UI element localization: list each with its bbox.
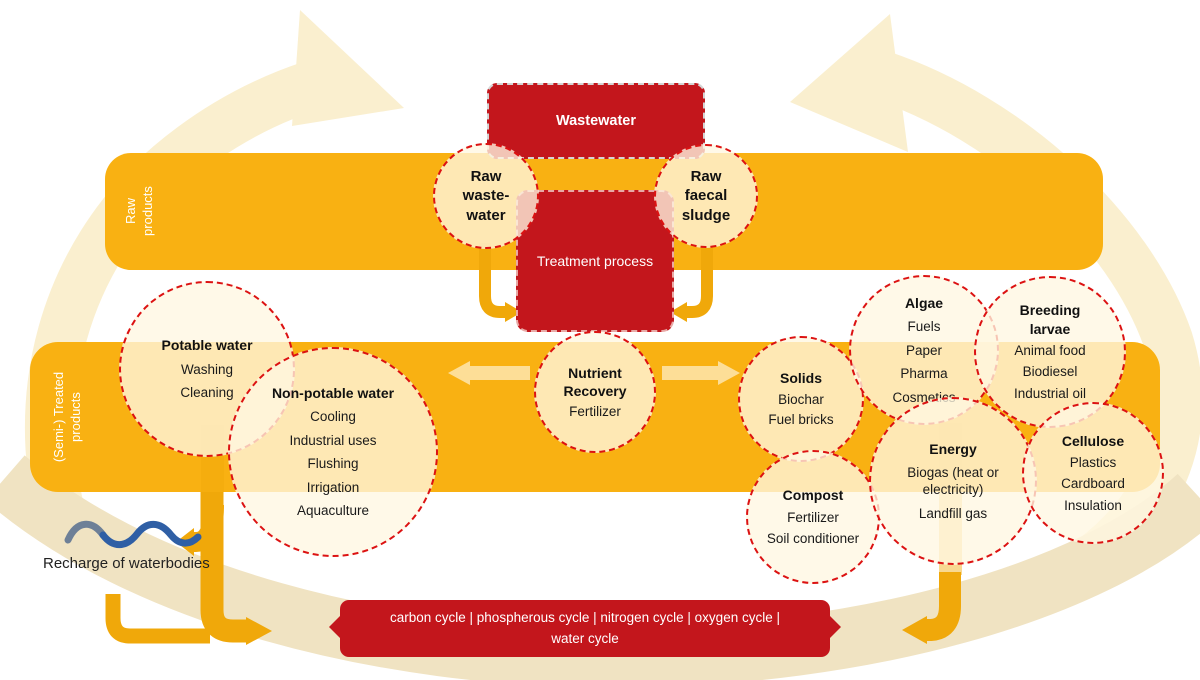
circle-title: Non-potable water	[271, 385, 395, 402]
circle-item: Irrigation	[306, 479, 360, 495]
wastewater-box: Wastewater	[487, 83, 705, 159]
cycle-arrowhead-left-icon	[292, 10, 404, 126]
natural-cycles-box: carbon cycle | phospherous cycle | nitro…	[340, 600, 830, 657]
arrowhead-left-icon	[902, 616, 927, 644]
circle-item: Fuels	[907, 319, 941, 334]
circle-item: Flushing	[307, 456, 359, 472]
circle-item: Plastics	[1069, 454, 1117, 470]
water-waves-icon	[62, 508, 202, 559]
circle-title: Raw faecal sludge	[681, 167, 731, 224]
circle-item: Landfill gas	[918, 505, 988, 521]
circle-title: Algae	[904, 294, 944, 311]
circle-item: Soil conditioner	[766, 531, 860, 547]
cycles-line2: water cycle	[551, 630, 619, 646]
arrow-left-joining	[105, 594, 210, 644]
circle-item: Paper	[905, 342, 943, 358]
circle-title: Solids	[779, 370, 822, 387]
circle-title: Raw waste- water	[462, 167, 510, 224]
treated-products-band-label: (Semi-) Treated products	[51, 371, 83, 463]
circle-raw-wastewater: Raw waste- water	[433, 143, 539, 249]
circle-title: Nutrient Recovery	[563, 364, 627, 399]
wastewater-label: Wastewater	[555, 113, 637, 129]
circle-item: Biogas (heat or electricity)	[907, 464, 999, 498]
circle-item: Industrial uses	[289, 432, 377, 448]
circle-title: Cellulose	[1061, 432, 1125, 449]
circle-item: Cleaning	[180, 385, 234, 401]
circle-item: Animal food	[1014, 342, 1086, 358]
circle-raw-faecal-sludge: Raw faecal sludge	[654, 144, 758, 248]
circle-item: Fertilizer	[569, 403, 621, 419]
circle-item: Pharma	[900, 366, 948, 382]
recharge-of-waterbodies-label: Recharge of waterbodies	[43, 555, 210, 572]
circle-title: Compost	[782, 487, 844, 504]
circle-item: Cardboard	[1061, 476, 1125, 492]
circle-item: Insulation	[1064, 497, 1122, 513]
circle-item: Biodiesel	[1022, 364, 1078, 380]
circle-item: Aquaculture	[296, 503, 370, 519]
circle-solids: Solids Biochar Fuel bricks	[738, 336, 864, 462]
circle-nutrient-recovery: Nutrient Recovery Fertilizer	[534, 331, 656, 453]
circle-item: Cooling	[310, 409, 356, 425]
raw-products-band-label: Raw products	[123, 186, 155, 236]
cycles-line1: carbon cycle | phospherous cycle | nitro…	[390, 609, 780, 625]
circle-item: Fuel bricks	[768, 412, 834, 428]
arrowhead-right-icon	[246, 617, 272, 645]
circle-non-potable-water: Non-potable water Cooling Industrial use…	[228, 347, 438, 557]
treatment-process-box: Treatment process	[516, 190, 674, 332]
treatment-label: Treatment process	[536, 253, 654, 269]
circle-title: Potable water	[161, 337, 253, 354]
circle-item: Biochar	[778, 391, 824, 407]
circle-title: Energy	[929, 440, 977, 457]
arrow-energy-to-cycles	[927, 572, 961, 641]
circle-item: Fertilizer	[787, 509, 839, 525]
circle-title: Breeding larvae	[1019, 302, 1081, 337]
cycle-arrowhead-right-icon	[790, 14, 908, 152]
circle-item: Industrial oil	[1013, 385, 1087, 401]
circle-item: Washing	[180, 361, 234, 377]
circle-energy: Energy Biogas (heat or electricity) Land…	[869, 397, 1037, 565]
circle-compost: Compost Fertilizer Soil conditioner	[746, 450, 880, 584]
circle-cellulose: Cellulose Plastics Cardboard Insulation	[1022, 402, 1164, 544]
